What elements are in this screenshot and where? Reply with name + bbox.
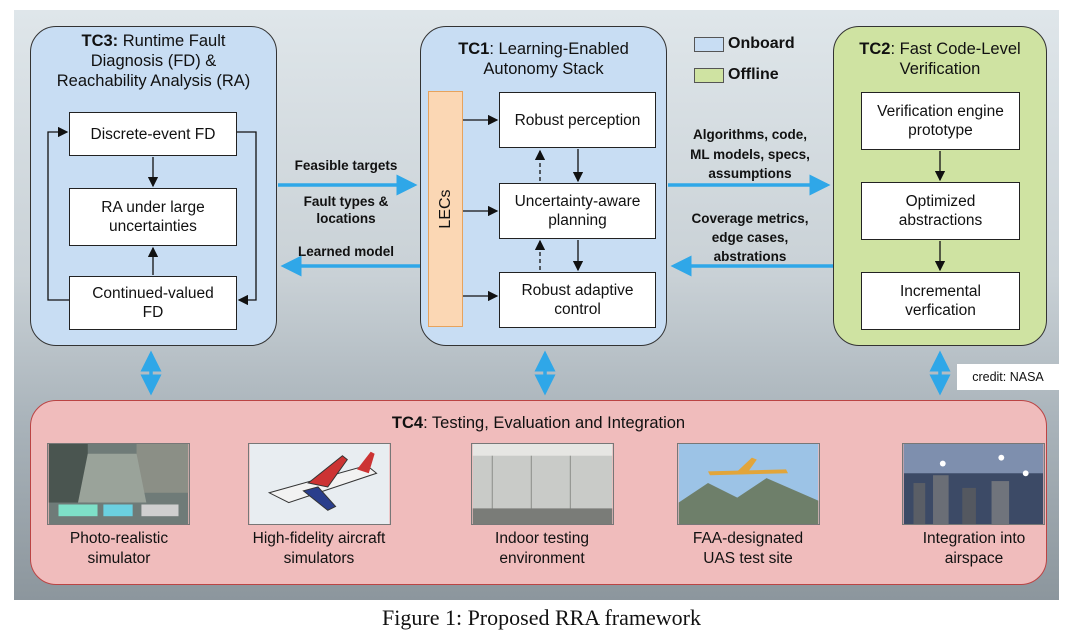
label-abstrations: abstrations [713,249,787,264]
tc1-internal-arrows [463,114,584,302]
tc3-internal-arrows [47,126,257,306]
label-fault-types: Fault types & [303,194,389,209]
discrete-event-fd-box: Discrete-event FD [69,112,237,156]
label-assumptions: assumptions [708,166,792,181]
legend-onboard-swatch [694,37,724,52]
lecs-block: LECs [428,91,463,327]
tc2-title-line2: Verification [899,60,981,78]
incremental-verification-box: Incremental verfication [861,272,1020,330]
photo-realistic-simulator-image [47,443,190,525]
optimized-abstractions-box: Optimized abstractions [861,182,1020,240]
uncertainty-planning-box: Uncertainty-aware planning [499,183,656,239]
label-ml-models: ML models, specs, [690,147,810,162]
robust-perception-box: Robust perception [499,92,656,148]
indoor-testing-image [471,443,614,525]
tc4-title: TC4: Testing, Evaluation and Integration [391,414,686,432]
continued-valued-fd-box: Continued-valued FD [69,276,237,330]
verification-engine-box: Verification engine prototype [861,92,1020,150]
airspace-integration-image [902,443,1045,525]
label-coverage-metrics: Coverage metrics, [691,211,809,226]
faa-test-site-image [677,443,820,525]
label-algorithms: Algorithms, code, [692,127,807,142]
tc1-title-line2: Autonomy Stack [483,60,604,78]
tc3-title-line3: Reachability Analysis (RA) [56,72,251,90]
tc1-title: TC1: Learning-Enabled [458,40,629,58]
label-locations: locations [316,211,376,226]
label-feasible-targets: Feasible targets [294,158,398,173]
ra-box: RA under large uncertainties [69,188,237,246]
legend-offline-swatch [694,68,724,83]
tc2-title: TC2: Fast Code-Level [859,40,1021,58]
label-learned-model: Learned model [297,244,395,259]
legend-onboard-label: Onboard [728,35,795,52]
legend-offline-label: Offline [728,66,779,83]
figure-caption: Figure 1: Proposed RRA framework [382,605,701,630]
blue-link-arrows [278,174,833,277]
tc3-title-line2: Diagnosis (FD) & [90,52,217,70]
label-edge-cases: edge cases, [711,230,789,245]
tc3-title: TC3: Runtime Fault [81,32,226,50]
robust-adaptive-control-box: Robust adaptive control [499,272,656,328]
tc4-double-arrows [140,350,951,396]
aircraft-simulator-image [248,443,391,525]
credit-label: credit: NASA [957,364,1059,390]
